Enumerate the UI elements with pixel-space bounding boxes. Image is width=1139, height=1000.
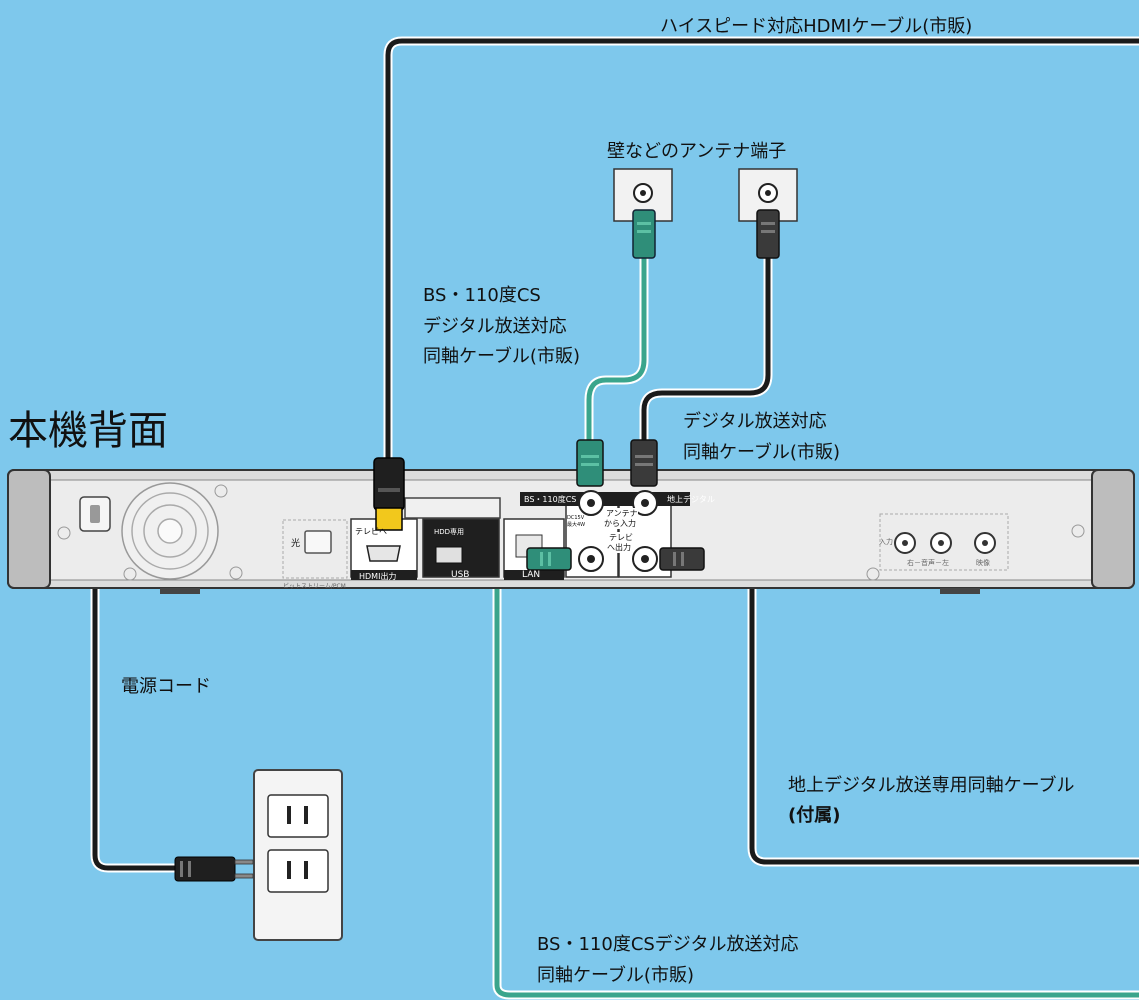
terrestrial-output-port [632, 546, 658, 572]
bs-cable-top-label-3: 同軸ケーブル(市販) [423, 346, 580, 367]
av-input-label: 入力 [879, 538, 893, 546]
usb-label: USB [451, 570, 470, 580]
bs-cable-bottom-label-1: BS・110度CSデジタル放送対応 [537, 934, 799, 955]
digital-cable-label-2: 同軸ケーブル(市販) [683, 442, 840, 463]
digital-cable-label-1: デジタル放送対応 [683, 411, 827, 432]
terrestrial-input-plug [630, 439, 658, 487]
optical-label: 光 [291, 539, 301, 549]
dc-note-2: 最大4W [567, 522, 586, 528]
antenna-in-label-2: から入力 [604, 518, 636, 529]
dc-note-1: DC15V [567, 515, 585, 521]
video-label: 映像 [976, 559, 990, 567]
bs-cable-top-label-1: BS・110度CS [423, 285, 541, 306]
hdmi-cable-label: ハイスピード対応HDMIケーブル(市販) [660, 16, 973, 37]
hdd-only-label: HDD専用 [434, 528, 465, 536]
recorder-back-panel [7, 469, 1135, 594]
bs-input-port [578, 490, 604, 516]
bs-input-port-label: BS・110度CS [524, 495, 577, 504]
digital-wall-plug [756, 209, 780, 259]
page-title: 本機背面 [8, 408, 168, 454]
terrestrial-input-port [632, 490, 658, 516]
tv-out-label-2: へ出力 [607, 542, 631, 553]
hdmi-to-tv-label: テレビへ [355, 527, 387, 536]
hdmi-plug [373, 457, 405, 531]
terrestrial-output-plug [659, 547, 705, 571]
bs-cable-bottom-label-2: 同軸ケーブル(市販) [537, 965, 694, 986]
wall-outlet [253, 769, 343, 941]
hdmi-out-label: HDMI出力 [359, 572, 397, 581]
terrestrial-cable-label-2: (付属) [788, 805, 841, 826]
power-cord-label: 電源コード [121, 676, 211, 697]
power-plug [174, 856, 254, 882]
terrestrial-cable [700, 555, 1139, 867]
terrestrial-cable-label-1: 地上デジタル放送専用同軸ケーブル [788, 775, 1075, 796]
bs-cable-top-label-2: デジタル放送対応 [423, 316, 567, 337]
bs-output-port [578, 546, 604, 572]
bs-cable-top [584, 255, 649, 445]
bs-wall-plug [632, 209, 656, 259]
bitstream-label: ビットストリーム/PCM [283, 583, 346, 590]
bs-input-plug [576, 439, 604, 487]
audio-rl-label: 右－音声－左 [907, 559, 949, 567]
lan-label: LAN [522, 570, 541, 580]
bs-output-plug [526, 547, 572, 571]
tv-out-label-1: テレビ [609, 532, 633, 543]
antenna-in-label-1: アンテナ [606, 508, 638, 519]
wall-antenna-label: 壁などのアンテナ端子 [607, 141, 787, 162]
terrestrial-port-label: 地上デジタル [667, 495, 715, 504]
